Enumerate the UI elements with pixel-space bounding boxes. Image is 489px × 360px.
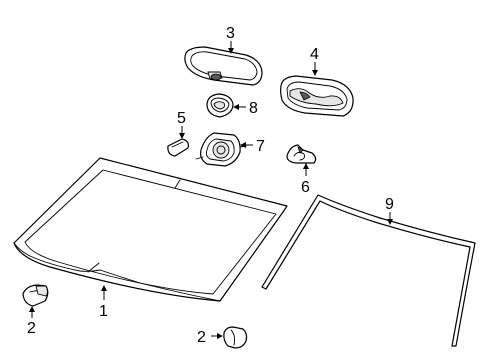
bracket-clip-part-6 bbox=[286, 144, 317, 164]
callout-4: 4 bbox=[310, 46, 319, 63]
sensor-cover-part-5 bbox=[167, 138, 189, 157]
callout-3: 3 bbox=[226, 25, 235, 42]
rain-sensor-part-2-left bbox=[22, 284, 49, 307]
leader-lines bbox=[29, 41, 393, 339]
windshield-molding-part-9 bbox=[261, 194, 476, 347]
callout-6: 6 bbox=[301, 179, 310, 196]
callout-2-center: 2 bbox=[197, 329, 206, 346]
callout-5: 5 bbox=[177, 110, 186, 127]
callout-7: 8 bbox=[249, 100, 258, 117]
mirror-mount-part-7 bbox=[206, 93, 234, 118]
rain-sensor-part-2-center bbox=[223, 326, 248, 349]
callout-8: 7 bbox=[256, 138, 265, 155]
callout-1: 1 bbox=[99, 303, 108, 320]
rear-view-mirror-part-3 bbox=[184, 46, 263, 86]
mounting-bracket-part-8 bbox=[195, 132, 247, 167]
callout-9: 9 bbox=[385, 196, 394, 213]
auto-dimming-mirror-part-4 bbox=[280, 75, 354, 117]
callout-labels: 3 4 8 5 7 6 9 1 2 2 bbox=[27, 25, 394, 346]
windshield-glass-part-1 bbox=[13, 157, 288, 302]
callout-2-left: 2 bbox=[27, 320, 36, 337]
